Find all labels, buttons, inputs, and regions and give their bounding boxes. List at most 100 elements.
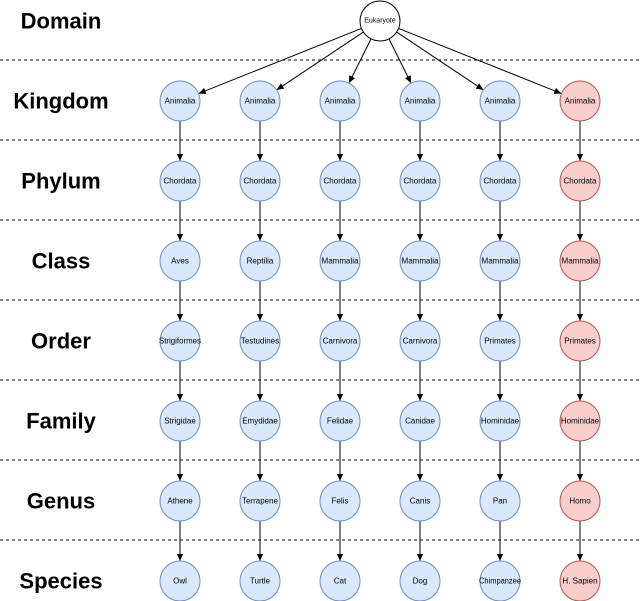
node-circle [239, 480, 281, 522]
edge-root-to-kingdom [276, 31, 364, 91]
node-genus: Athene [159, 480, 201, 522]
node-species: Turtle [239, 560, 281, 601]
node-kingdom: Animalia [319, 80, 361, 122]
node-circle [479, 320, 521, 362]
node-phylum: Chordata [559, 160, 601, 202]
node-circle [559, 240, 601, 282]
node-circle [239, 80, 281, 122]
node-label: H. Sapien [562, 577, 597, 586]
node-label: Chordata [164, 177, 197, 186]
node-label: Chordata [564, 177, 597, 186]
node-label: Felis [332, 497, 349, 506]
node-label: Mammalia [482, 257, 519, 266]
node-circle [399, 80, 441, 122]
node-circle [399, 480, 441, 522]
node-label: Animalia [565, 97, 596, 106]
node-phylum: Chordata [159, 160, 201, 202]
node-class: Mammalia [479, 240, 521, 282]
node-circle [479, 240, 521, 282]
node-circle [479, 80, 521, 122]
node-genus: Canis [399, 480, 441, 522]
node-circle [399, 240, 441, 282]
node-root: Eukaryote [359, 0, 401, 42]
edge-root-to-kingdom [198, 27, 362, 95]
edges [176, 27, 584, 561]
node-label: Aves [171, 257, 189, 266]
node-label: Turtle [250, 577, 271, 586]
node-label: Terrapene [242, 497, 279, 506]
node-order: Carnivora [399, 320, 441, 362]
rank-label-species: Species [19, 569, 102, 594]
node-label: Cat [334, 577, 347, 586]
node-order: Primates [479, 320, 521, 362]
node-phylum: Chordata [479, 160, 521, 202]
node-genus: Homo [559, 480, 601, 522]
node-circle [159, 80, 201, 122]
node-circle [319, 80, 361, 122]
node-label: Primates [484, 337, 516, 346]
node-label: Canis [410, 497, 430, 506]
node-kingdom: Animalia [479, 80, 521, 122]
node-circle [159, 240, 201, 282]
node-label: Animalia [485, 97, 516, 106]
rank-label-kingdom: Kingdom [13, 89, 108, 114]
node-species: Dog [399, 560, 441, 601]
node-label: Chordata [484, 177, 517, 186]
node-circle [239, 240, 281, 282]
node-label: Animalia [405, 97, 436, 106]
node-species: Chimpanzee [479, 560, 522, 601]
node-circle [159, 320, 201, 362]
edge-root-to-kingdom [348, 38, 372, 84]
rank-label-class: Class [32, 249, 91, 274]
node-label: Mammalia [322, 257, 359, 266]
edge-root-to-kingdom [396, 31, 484, 91]
node-circle [359, 0, 401, 42]
node-label: Dog [413, 577, 428, 586]
node-family: Emydidae [239, 400, 281, 442]
node-order: Carnivora [319, 320, 361, 362]
node-label: Animalia [165, 97, 196, 106]
node-circle [559, 80, 601, 122]
node-label: Chordata [324, 177, 357, 186]
node-label: Strigiformes [159, 337, 201, 346]
node-circle [559, 480, 601, 522]
node-label: Strigidae [164, 417, 196, 426]
node-circle [559, 320, 601, 362]
node-label: Owl [173, 577, 187, 586]
node-family: Felidae [319, 400, 361, 442]
node-circle [239, 560, 281, 601]
node-label: Chordata [404, 177, 437, 186]
node-circle [479, 560, 521, 601]
node-species: Cat [319, 560, 361, 601]
node-label: Homo [569, 497, 591, 506]
node-circle [319, 320, 361, 362]
node-circle [319, 160, 361, 202]
node-label: Carnivora [403, 337, 438, 346]
node-class: Mammalia [559, 240, 601, 282]
node-circle [319, 480, 361, 522]
node-species: Owl [159, 560, 201, 601]
node-order: Primates [559, 320, 601, 362]
node-phylum: Chordata [399, 160, 441, 202]
node-family: Hominidae [559, 400, 601, 442]
node-label: Carnivora [323, 337, 358, 346]
node-circle [239, 400, 281, 442]
node-label: Mammalia [402, 257, 439, 266]
nodes: EukaryoteAnimaliaChordataAvesStrigiforme… [159, 0, 601, 601]
node-circle [239, 320, 281, 362]
node-kingdom: Animalia [239, 80, 281, 122]
node-family: Canidae [399, 400, 441, 442]
node-label: Animalia [245, 97, 276, 106]
node-circle [559, 560, 601, 601]
node-label: Eukaryote [364, 18, 396, 25]
node-circle [239, 160, 281, 202]
node-class: Reptilia [239, 240, 281, 282]
node-circle [399, 560, 441, 601]
node-genus: Terrapene [239, 480, 281, 522]
node-circle [399, 320, 441, 362]
node-circle [159, 400, 201, 442]
rank-label-genus: Genus [27, 489, 95, 514]
node-order: Strigiformes [159, 320, 201, 362]
node-circle [479, 480, 521, 522]
